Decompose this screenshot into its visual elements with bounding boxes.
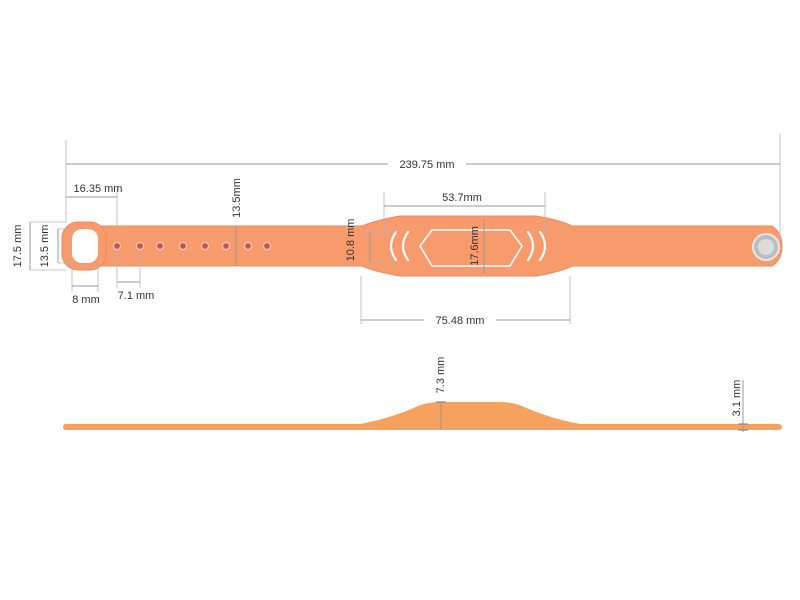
- dim-loop-offset: 16.35 mm: [74, 183, 123, 195]
- dim-head-length: 75.48 mm: [436, 315, 485, 327]
- adjustment-hole: [155, 241, 165, 251]
- adjustment-hole: [262, 241, 272, 251]
- dim-chip-width: 53.7mm: [442, 192, 482, 204]
- wristband-strap: [67, 215, 783, 277]
- adjustment-holes: [112, 241, 272, 251]
- chip-window-outline: [419, 229, 523, 267]
- side-profile: [63, 402, 782, 430]
- wristband-side-view: [63, 402, 782, 430]
- chevrons-left: [389, 230, 410, 262]
- dim-strap-thickness: 3.1 mm: [731, 380, 743, 417]
- side-dimensions: 7.3 mm 3.1 mm: [435, 357, 748, 432]
- loop-opening: [72, 229, 98, 263]
- dim-inner-height: 13.5 mm: [39, 225, 51, 268]
- dim-total-length: 239.75 mm: [399, 159, 454, 171]
- wristband-top-view: [61, 215, 783, 277]
- dim-hole-pitch: 7.1 mm: [118, 290, 155, 302]
- dim-band-width: 13.5mm: [231, 178, 243, 218]
- adjustment-hole: [200, 241, 210, 251]
- adjustment-hole: [112, 241, 122, 251]
- adjustment-hole: [243, 241, 253, 251]
- dim-head-height: 10.8 mm: [345, 219, 357, 262]
- dim-outer-height: 17.5 mm: [12, 225, 24, 268]
- stud-button-highlight: [758, 239, 774, 255]
- top-dimensions: 239.75 mm 16.35 mm 17.5 mm 13.5 mm 8 mm …: [12, 134, 781, 327]
- adjustment-hole: [135, 241, 145, 251]
- dim-chip-height: 17.6mm: [469, 226, 481, 266]
- dim-side-thickness: 7.3 mm: [435, 357, 447, 394]
- dim-loop-width: 8 mm: [72, 294, 100, 306]
- adjustment-hole: [178, 241, 188, 251]
- adjustment-hole: [221, 241, 231, 251]
- chevrons-right: [526, 230, 547, 262]
